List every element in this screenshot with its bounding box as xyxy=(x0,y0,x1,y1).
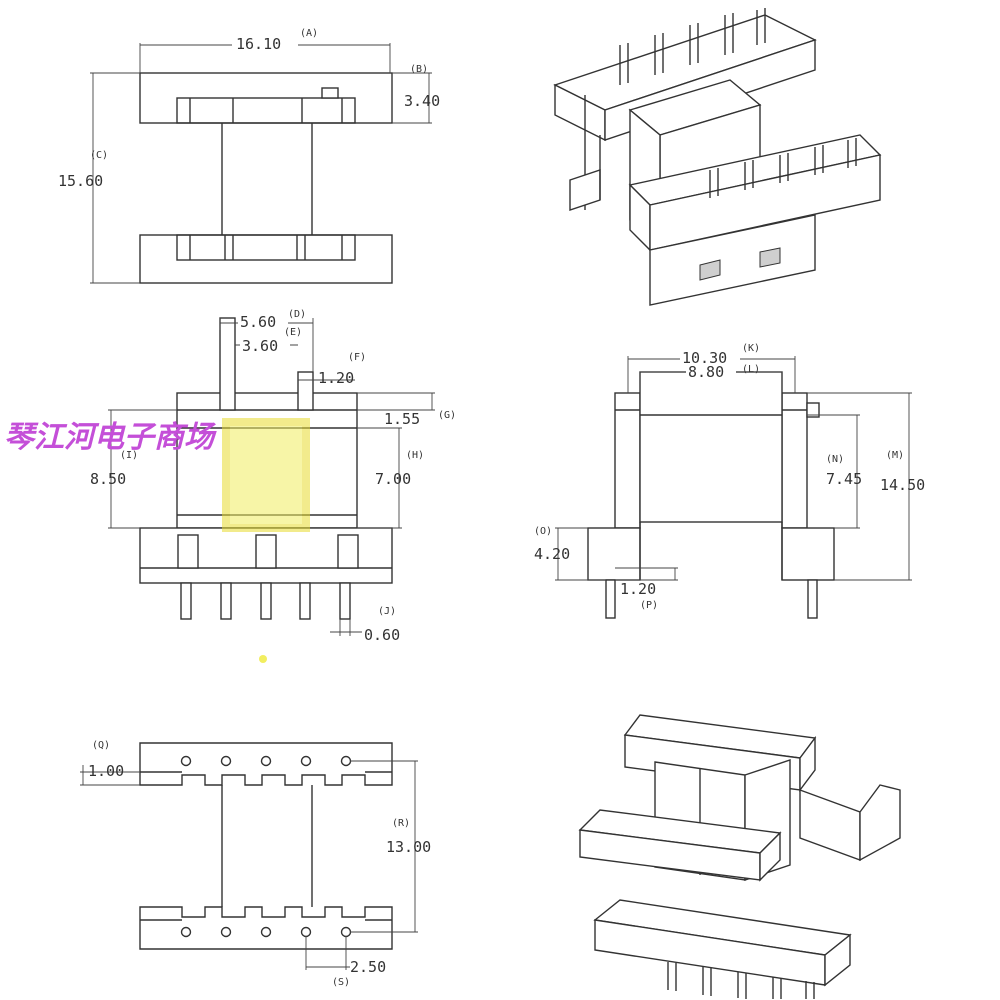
highlight-box xyxy=(222,418,310,532)
dimension-i: (I) 8.50 xyxy=(90,409,177,529)
dimension-o: (O) 4.20 xyxy=(534,526,606,581)
dimension-f-value: 1.20 xyxy=(318,369,354,387)
dimension-c-tag: (C) xyxy=(90,150,108,161)
dimension-i-tag: (I) xyxy=(120,450,138,461)
dimension-j-value: 0.60 xyxy=(364,626,400,644)
dimension-l-tag: (L) xyxy=(742,364,760,375)
dimension-e-value: 3.60 xyxy=(242,337,278,355)
isometric-view-top xyxy=(553,8,882,306)
dimension-o-tag: (O) xyxy=(534,526,552,537)
dimension-n-tag: (N) xyxy=(826,454,844,465)
dimension-a-tag: (A) xyxy=(300,28,318,39)
dimension-p-value: 1.20 xyxy=(620,580,656,598)
dimension-b: (B) 3.40 xyxy=(392,64,440,124)
front-view xyxy=(139,317,393,620)
dimension-b-value: 3.40 xyxy=(404,92,440,110)
dimension-j-tag: (J) xyxy=(378,606,396,617)
dimension-r: (R) 13.00 xyxy=(350,760,431,933)
dimension-q: (Q) 1.00 xyxy=(80,740,140,786)
dimension-d-tag: (D) xyxy=(288,309,306,320)
dimension-k-tag: (K) xyxy=(742,343,760,354)
dimension-a: 16.10 (A) xyxy=(139,28,391,73)
dimension-q-value: 1.00 xyxy=(88,762,124,780)
dimension-e: 3.60 (E) xyxy=(235,327,302,355)
dimension-h-value: 7.00 xyxy=(375,470,411,488)
dimension-n: (N) 7.45 xyxy=(807,414,862,529)
dimension-o-value: 4.20 xyxy=(534,545,570,563)
side-view xyxy=(587,371,835,619)
highlight-dot xyxy=(259,655,267,663)
dimension-b-tag: (B) xyxy=(410,64,428,75)
dimension-g-value: 1.55 xyxy=(384,410,420,428)
top-view xyxy=(139,72,393,284)
dimension-p-tag: (P) xyxy=(640,600,658,611)
watermark-text: 琴江河电子商场 xyxy=(4,420,217,455)
dimension-h: (H) 7.00 xyxy=(357,427,424,529)
dimension-c-value: 15.60 xyxy=(58,172,103,190)
dimension-c: (C) 15.60 xyxy=(58,72,140,284)
dimension-q-tag: (Q) xyxy=(92,740,110,751)
dimension-r-value: 13.00 xyxy=(386,838,431,856)
dimension-h-tag: (H) xyxy=(406,450,424,461)
dimension-l-value: 8.80 xyxy=(688,363,724,381)
dimension-s-value: 2.50 xyxy=(350,958,386,976)
dimension-m-tag: (M) xyxy=(886,450,904,461)
dimension-m-value: 14.50 xyxy=(880,476,925,494)
dimension-k-value: 10.30 xyxy=(682,349,727,367)
dimension-g-tag: (G) xyxy=(438,410,456,421)
dimension-s: 2.50 (S) xyxy=(305,936,386,988)
isometric-view-bottom xyxy=(578,714,901,999)
dimension-g: 1.55 (G) xyxy=(357,392,456,428)
dimension-i-value: 8.50 xyxy=(90,470,126,488)
dimension-a-value: 16.10 xyxy=(236,35,281,53)
dimension-f-tag: (F) xyxy=(348,352,366,363)
dimension-m: (M) 14.50 xyxy=(807,392,925,581)
bottom-view xyxy=(139,742,393,950)
dimension-d: 5.60 (D) xyxy=(219,309,314,372)
dimension-l: 8.80 (L) xyxy=(640,363,782,381)
dimension-s-tag: (S) xyxy=(332,977,350,988)
dimension-j: (J) 0.60 xyxy=(330,606,400,644)
dimension-e-tag: (E) xyxy=(284,327,302,338)
dimension-f: (F) 1.20 xyxy=(298,352,366,387)
dimension-d-value: 5.60 xyxy=(240,313,276,331)
dimension-k: 10.30 (K) xyxy=(627,343,796,393)
dimension-p: 1.20 (P) xyxy=(615,567,678,611)
dimension-r-tag: (R) xyxy=(392,818,410,829)
dimension-n-value: 7.45 xyxy=(826,470,862,488)
